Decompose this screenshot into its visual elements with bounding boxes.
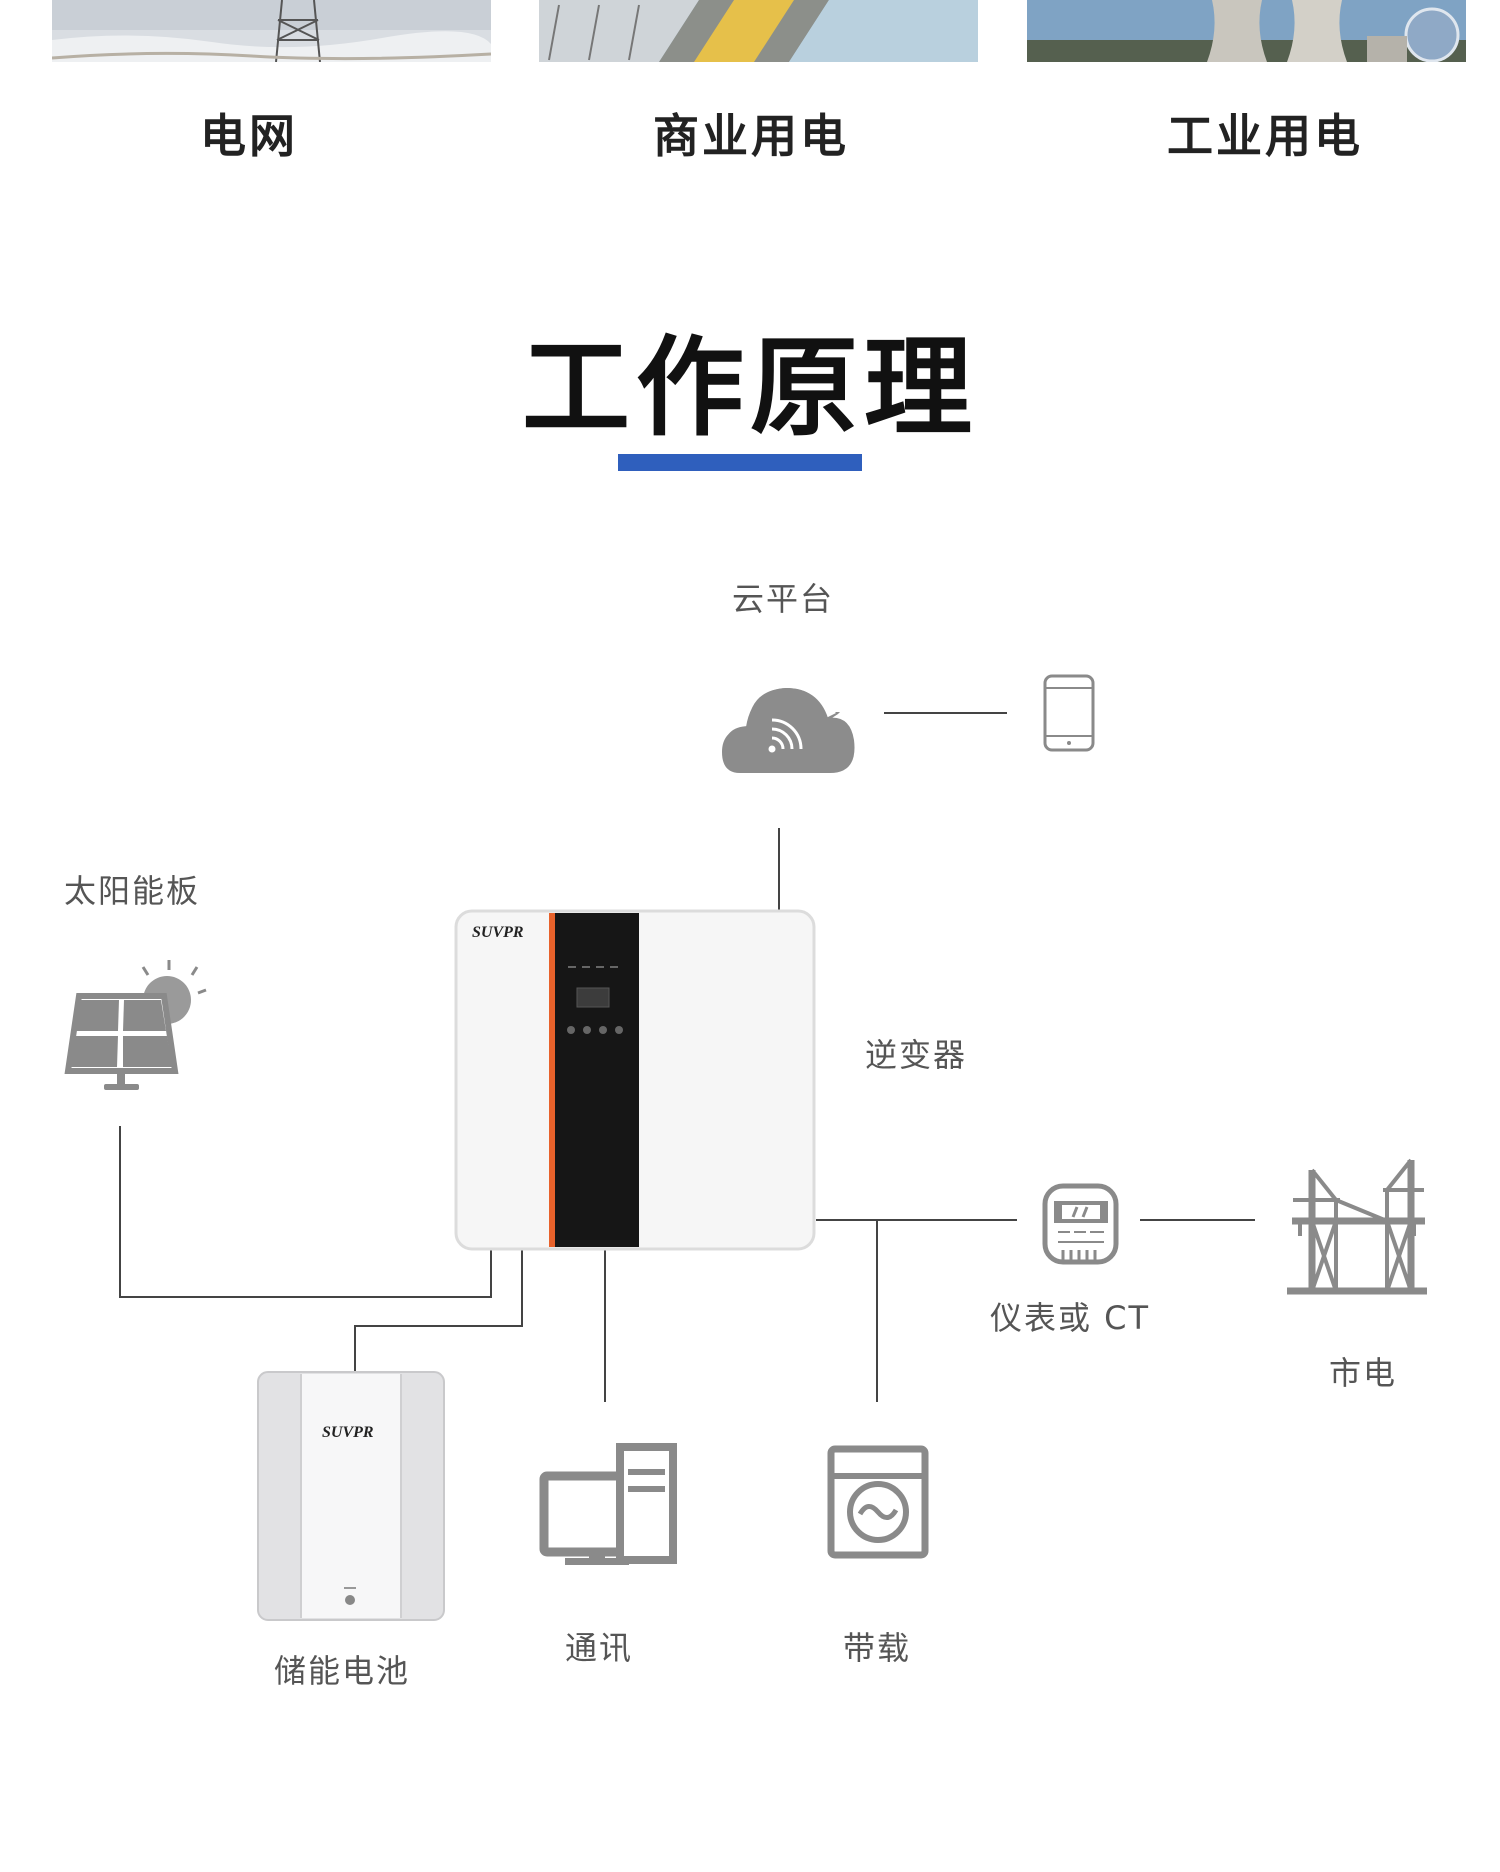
solar-panel-label: 太阳能板 bbox=[64, 872, 201, 910]
phone-icon bbox=[1043, 674, 1095, 752]
meter-label: 仪表或 CT bbox=[990, 1299, 1151, 1337]
washing-machine-icon bbox=[827, 1445, 929, 1559]
power-tower-icon bbox=[1287, 1158, 1427, 1295]
page-title: 工作原理 bbox=[521, 326, 978, 451]
scene-photo-grid bbox=[52, 0, 491, 62]
title-underline bbox=[618, 454, 862, 471]
battery-brand: SUVPR bbox=[322, 1424, 374, 1441]
cloud-icon bbox=[722, 688, 855, 773]
scene-photo-industrial bbox=[1027, 0, 1466, 62]
inverter-label: 逆变器 bbox=[865, 1036, 968, 1074]
meter-icon bbox=[1042, 1183, 1119, 1265]
scene-label-grid: 电网 bbox=[200, 109, 298, 163]
scene-label-commercial: 商业用电 bbox=[653, 109, 849, 163]
grid-label: 市电 bbox=[1329, 1354, 1398, 1392]
battery-label: 储能电池 bbox=[274, 1652, 411, 1690]
inverter-image bbox=[454, 909, 816, 1251]
inverter-brand: SUVPR bbox=[472, 924, 524, 941]
battery-image bbox=[257, 1371, 445, 1621]
scene-photo-commercial bbox=[539, 0, 978, 62]
load-label: 带载 bbox=[843, 1629, 912, 1667]
cloud-platform-label: 云平台 bbox=[732, 580, 835, 618]
solar-panel-icon bbox=[64, 960, 207, 1090]
communication-label: 通讯 bbox=[565, 1629, 634, 1667]
scene-label-industrial: 工业用电 bbox=[1167, 109, 1363, 163]
computer-icon bbox=[539, 1443, 677, 1565]
connection-lines bbox=[119, 712, 1255, 1402]
